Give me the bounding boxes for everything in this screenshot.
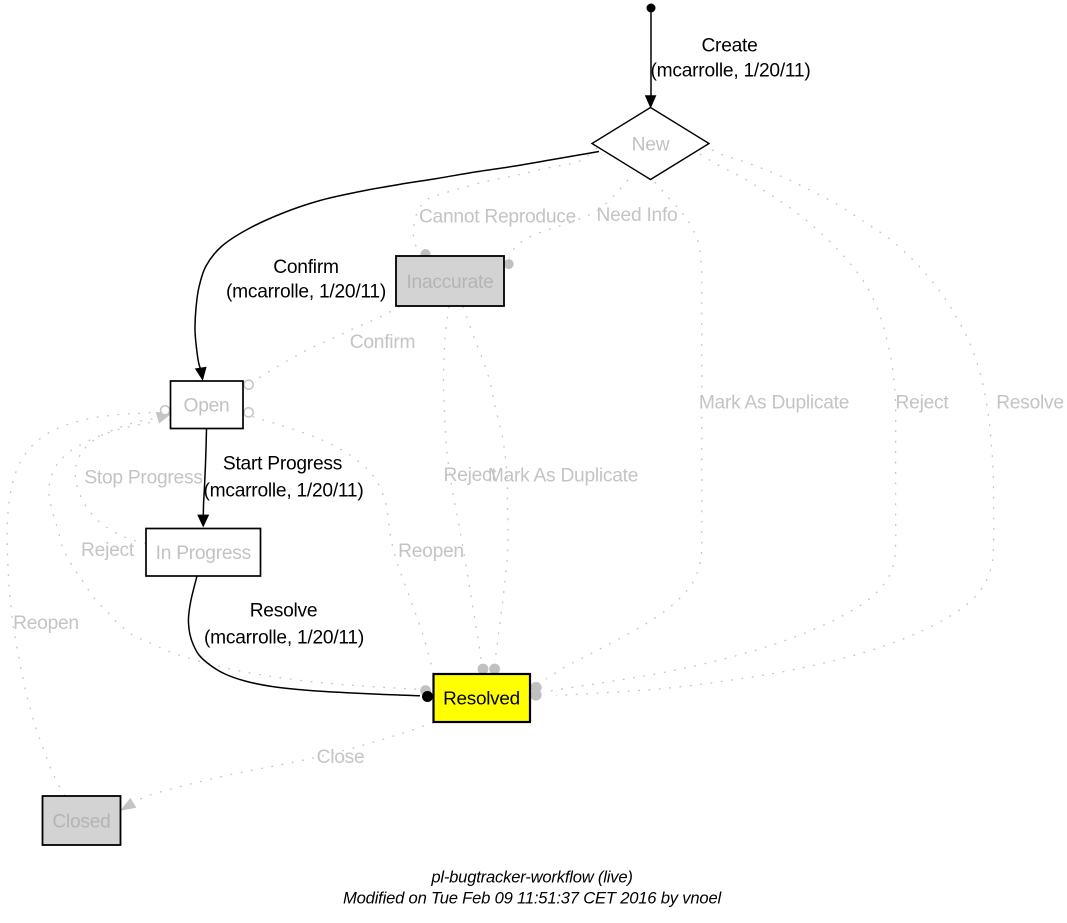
svg-text:In Progress: In Progress [156, 543, 251, 564]
svg-text:Inaccurate: Inaccurate [406, 272, 493, 293]
svg-text:Need Info: Need Info [597, 205, 678, 226]
svg-text:New: New [632, 135, 670, 156]
svg-text:Reopen: Reopen [398, 541, 464, 562]
svg-text:(mcarrolle, 1/20/11): (mcarrolle, 1/20/11) [204, 628, 364, 649]
svg-text:Resolved: Resolved [443, 689, 520, 710]
svg-text:(mcarrolle, 1/20/11): (mcarrolle, 1/20/11) [204, 481, 364, 502]
svg-text:Mark As Duplicate: Mark As Duplicate [488, 466, 638, 487]
svg-text:Stop Progress: Stop Progress [84, 468, 202, 489]
svg-text:Reject: Reject [444, 465, 498, 486]
svg-text:Open: Open [184, 396, 230, 417]
svg-text:Resolve: Resolve [250, 601, 318, 622]
svg-text:Modified on Tue Feb 09 11:51:3: Modified on Tue Feb 09 11:51:37 CET 2016… [343, 889, 722, 908]
svg-text:Mark As Duplicate: Mark As Duplicate [699, 393, 849, 414]
svg-text:Closed: Closed [52, 812, 110, 833]
svg-text:Start Progress: Start Progress [223, 454, 342, 475]
svg-text:Create: Create [701, 36, 757, 57]
svg-text:Resolve: Resolve [996, 393, 1064, 414]
svg-text:Confirm: Confirm [350, 332, 415, 353]
svg-text:Reject: Reject [896, 393, 950, 414]
svg-text:Confirm: Confirm [273, 257, 338, 278]
svg-text:pl-bugtracker-workflow (live): pl-bugtracker-workflow (live) [430, 868, 632, 887]
svg-text:Reject: Reject [81, 540, 135, 561]
svg-text:(mcarrolle, 1/20/11): (mcarrolle, 1/20/11) [226, 282, 386, 303]
svg-text:(mcarrolle, 1/20/11): (mcarrolle, 1/20/11) [651, 61, 811, 82]
svg-text:Reopen: Reopen [13, 613, 79, 634]
svg-text:Close: Close [317, 747, 365, 768]
svg-text:Cannot Reproduce: Cannot Reproduce [419, 207, 576, 228]
